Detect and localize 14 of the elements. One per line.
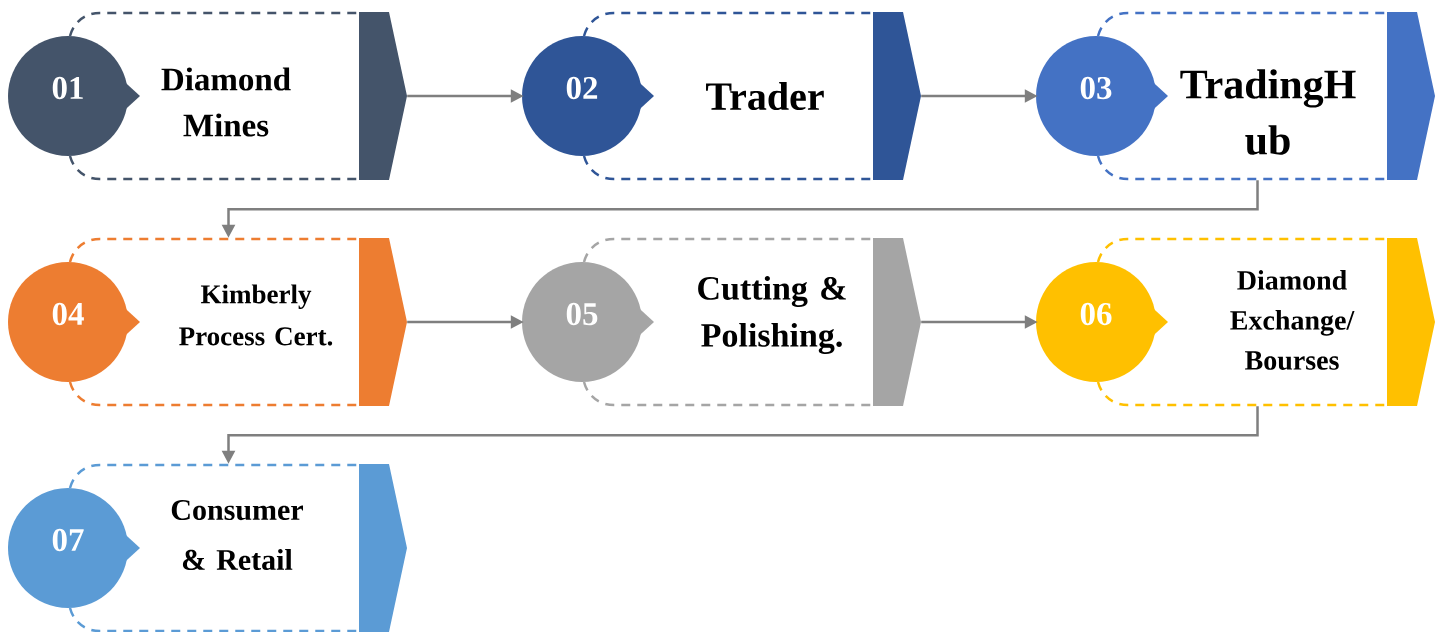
step-card: 03 TradingH ub — [1036, 11, 1435, 181]
node-label: Kimberly Process Cert. — [179, 284, 333, 346]
step-card: 01 Diamond Mines — [8, 11, 407, 181]
node-label: Diamond Exchange/ Bourses — [1230, 270, 1355, 370]
node-label: Cutting & Polishing. — [698, 275, 846, 355]
step-card: 06 Diamond Exchange/ Bourses — [1036, 237, 1435, 407]
step-card: 07 Consumer & Retail — [8, 463, 407, 632]
node-label: Trader — [706, 81, 824, 111]
node-label: Diamond Mines — [161, 67, 291, 137]
step-card: 04 Kimberly Process Cert. — [8, 237, 407, 407]
node-label: Consumer & Retail — [171, 499, 304, 571]
step-card: 02 Trader — [522, 11, 921, 181]
step-card: 05 Cutting & Polishing. — [522, 237, 921, 407]
node-label: TradingH ub — [1180, 69, 1356, 155]
